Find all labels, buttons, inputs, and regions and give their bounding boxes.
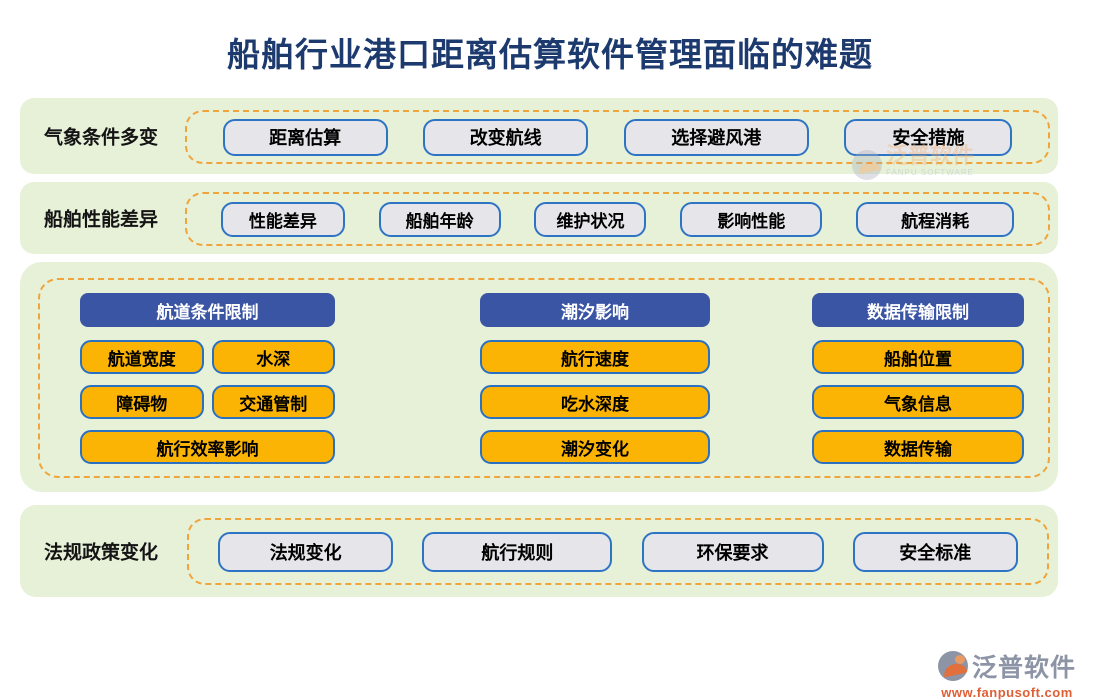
column-channel-limits: 航道条件限制 航道宽度 水深 障碍物 交通管制 航行效率影响 bbox=[80, 293, 335, 464]
button-weather-info[interactable]: 气象信息 bbox=[812, 385, 1024, 419]
band-weather-label: 气象条件多变 bbox=[44, 127, 159, 149]
button-water-depth[interactable]: 水深 bbox=[211, 340, 335, 374]
footer-brand: 泛普软件 bbox=[972, 654, 1077, 682]
matrix-dashed-border bbox=[38, 278, 1050, 478]
button-data-transmission[interactable]: 数据传输 bbox=[812, 430, 1024, 464]
matrix-section: 航道条件限制 航道宽度 水深 障碍物 交通管制 航行效率影响 潮汐影响 航行速度… bbox=[20, 262, 1058, 492]
band-performance: 船舶性能差异 性能差异 船舶年龄 维护状况 影响性能 航程消耗 bbox=[20, 182, 1058, 254]
band-regulation-group: 法规变化 航行规则 环保要求 安全标准 bbox=[187, 518, 1049, 585]
button-sailing-speed[interactable]: 航行速度 bbox=[480, 340, 710, 374]
button-navigation-rules[interactable]: 航行规则 bbox=[422, 531, 613, 572]
button-vessel-age[interactable]: 船舶年龄 bbox=[378, 201, 501, 237]
column-tide-influence: 潮汐影响 航行速度 吃水深度 潮汐变化 bbox=[480, 293, 710, 464]
button-voyage-consumption[interactable]: 航程消耗 bbox=[856, 201, 1015, 237]
band-weather-group: 距离估算 改变航线 选择避风港 安全措施 bbox=[185, 110, 1050, 164]
band-weather: 气象条件多变 距离估算 改变航线 选择避风港 安全措施 bbox=[20, 98, 1058, 174]
fanpu-logo-icon bbox=[938, 651, 968, 681]
button-affect-performance[interactable]: 影响性能 bbox=[680, 201, 823, 237]
button-channel-width[interactable]: 航道宽度 bbox=[80, 340, 204, 374]
button-navigation-efficiency[interactable]: 航行效率影响 bbox=[80, 430, 335, 464]
button-safety-measures[interactable]: 安全措施 bbox=[844, 118, 1013, 156]
button-performance-diff[interactable]: 性能差异 bbox=[220, 201, 345, 237]
button-traffic-control[interactable]: 交通管制 bbox=[211, 385, 335, 419]
button-change-route[interactable]: 改变航线 bbox=[423, 118, 589, 156]
button-environment-requirements[interactable]: 环保要求 bbox=[641, 531, 824, 572]
button-obstacles[interactable]: 障碍物 bbox=[80, 385, 204, 419]
band-performance-label: 船舶性能差异 bbox=[44, 209, 159, 231]
band-regulation: 法规政策变化 法规变化 航行规则 环保要求 安全标准 bbox=[20, 505, 1058, 597]
page-title: 船舶行业港口距离估算软件管理面临的难题 bbox=[227, 36, 873, 73]
button-vessel-position[interactable]: 船舶位置 bbox=[812, 340, 1024, 374]
footer-logo: 泛普软件 www.fanpusoft.com bbox=[938, 648, 1076, 700]
button-maintenance-status[interactable]: 维护状况 bbox=[534, 201, 647, 237]
button-choose-haven[interactable]: 选择避风港 bbox=[623, 118, 809, 156]
column-data-header: 数据传输限制 bbox=[812, 293, 1024, 327]
button-safety-standards[interactable]: 安全标准 bbox=[852, 531, 1018, 572]
button-draft-depth[interactable]: 吃水深度 bbox=[480, 385, 710, 419]
button-regulation-change[interactable]: 法规变化 bbox=[218, 531, 394, 572]
button-distance-estimate[interactable]: 距离估算 bbox=[222, 118, 388, 156]
band-performance-group: 性能差异 船舶年龄 维护状况 影响性能 航程消耗 bbox=[185, 192, 1050, 246]
column-channel-header: 航道条件限制 bbox=[80, 293, 335, 327]
column-tide-header: 潮汐影响 bbox=[480, 293, 710, 327]
column-data-transmission: 数据传输限制 船舶位置 气象信息 数据传输 bbox=[812, 293, 1024, 464]
band-regulation-label: 法规政策变化 bbox=[44, 542, 159, 564]
footer-url[interactable]: www.fanpusoft.com bbox=[941, 685, 1073, 700]
button-tide-change[interactable]: 潮汐变化 bbox=[480, 430, 710, 464]
